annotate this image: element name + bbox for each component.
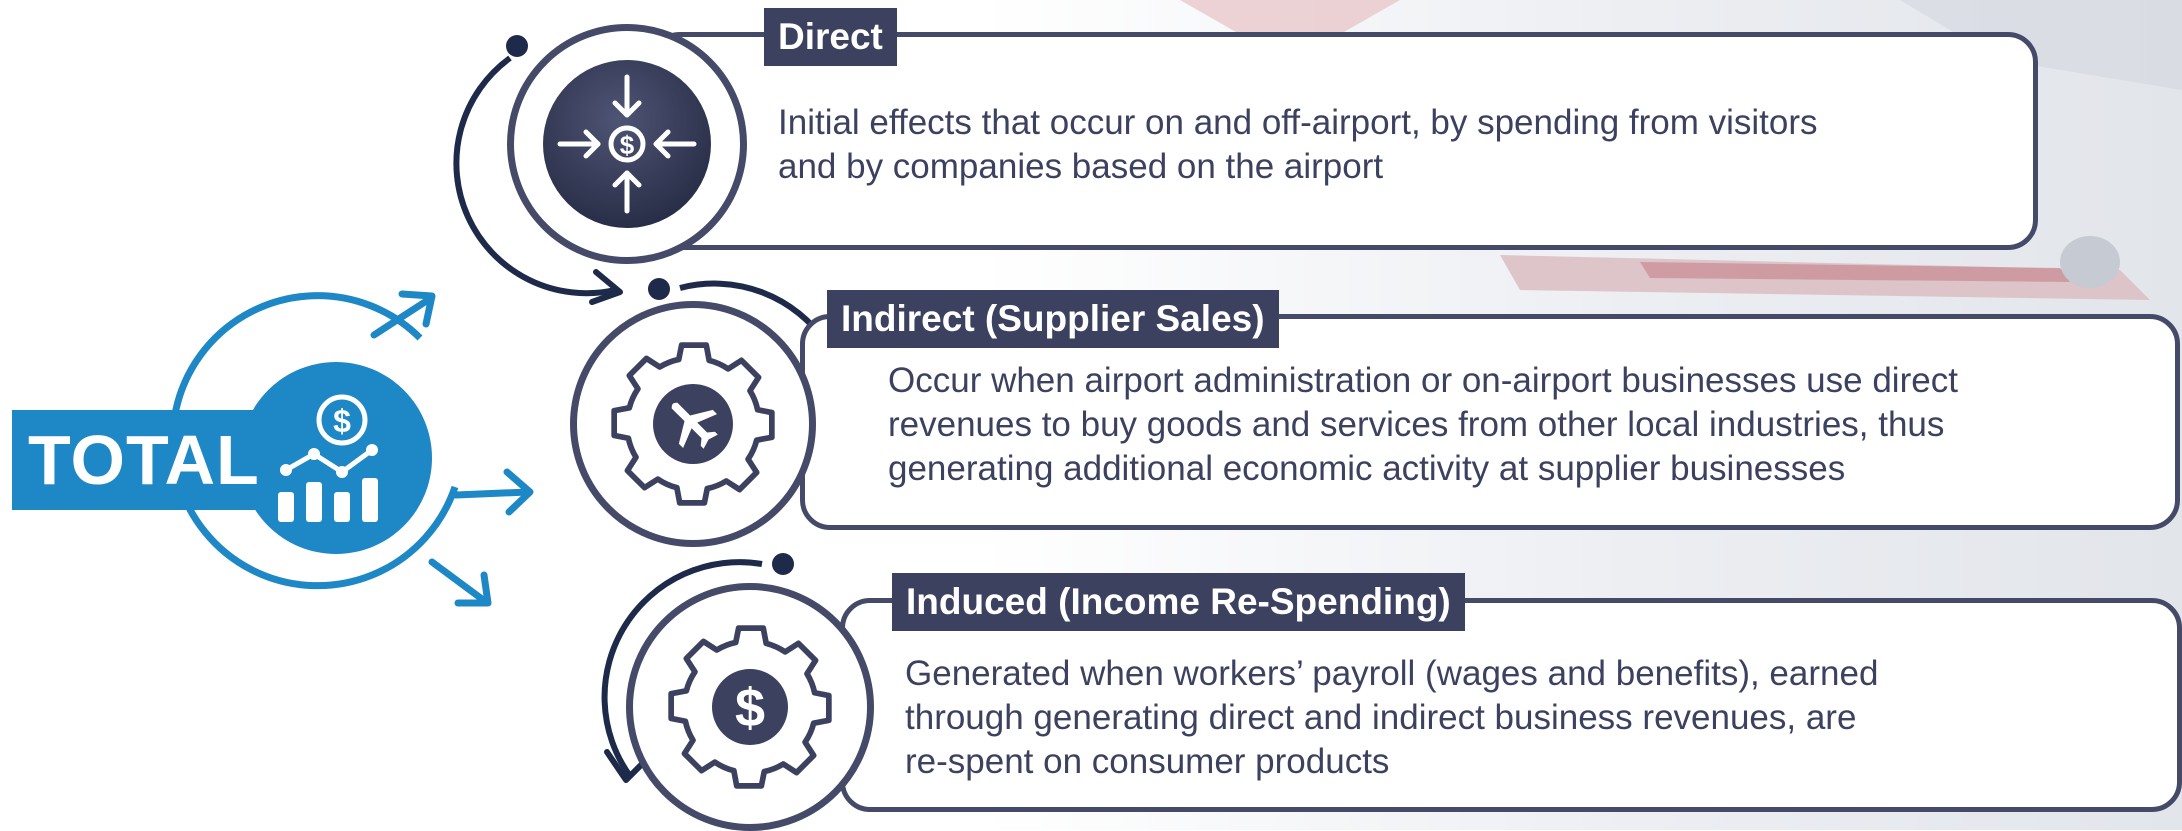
direct-title: Direct <box>764 8 897 66</box>
induced-description-line-3: re-spent on consumer products <box>905 742 1390 781</box>
induced-icon-ring <box>626 583 874 831</box>
direct-card <box>650 32 2038 250</box>
direct-description: Initial effects that occur on and off-ai… <box>778 101 1818 189</box>
indirect-description: Occur when airport administration or on-… <box>888 359 1958 491</box>
indirect-description-line-1: Occur when airport administration or on-… <box>888 361 1958 400</box>
svg-text:$: $ <box>620 130 635 160</box>
gear-dollar-icon: $ <box>668 625 832 789</box>
gear-airplane-icon <box>611 342 775 506</box>
induced-description: Generated when workers’ payroll (wages a… <box>905 652 1878 784</box>
dollar-arrows-in-icon: $ <box>543 60 711 228</box>
induced-description-line-2: through generating direct and indirect b… <box>905 698 1857 737</box>
induced-title: Induced (Income Re-Spending) <box>892 573 1465 631</box>
direct-description-line-1: Initial effects that occur on and off-ai… <box>778 103 1818 142</box>
induced-description-line-1: Generated when workers’ payroll (wages a… <box>905 654 1879 693</box>
chart-dollar-icon: $ <box>278 394 378 522</box>
induced-card <box>840 598 2182 812</box>
svg-text:$: $ <box>735 678 765 738</box>
indirect-description-line-3: generating additional economic activity … <box>888 449 1846 488</box>
direct-description-line-2: and by companies based on the airport <box>778 147 1384 186</box>
total-label: TOTAL <box>12 410 259 510</box>
svg-text:$: $ <box>333 403 351 439</box>
indirect-title: Indirect (Supplier Sales) <box>827 290 1279 348</box>
indirect-description-line-2: revenues to buy goods and services from … <box>888 405 1945 444</box>
indirect-card <box>800 314 2180 530</box>
